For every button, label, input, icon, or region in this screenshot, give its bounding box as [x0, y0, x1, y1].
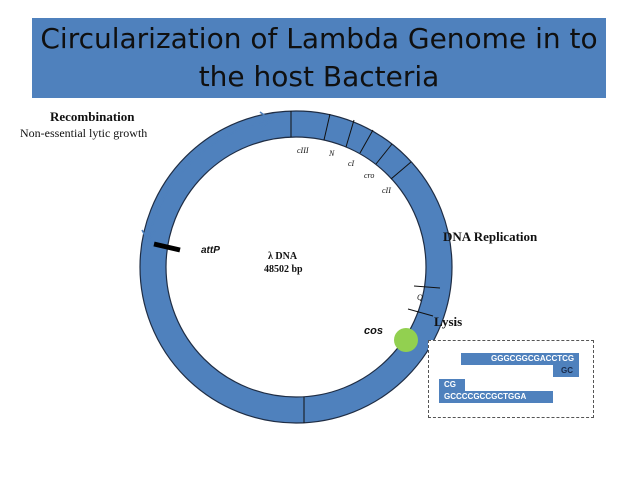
- gene-dividers: [290, 111, 441, 423]
- cos-sequence-box: GGGCGGCGACCTCG GC CG GCCCCGCCGCTGGA: [428, 340, 594, 418]
- bottom-overhang-bar: [439, 379, 465, 391]
- top-strand-bar: [461, 353, 579, 365]
- top-strand-text: GGGCGGCGACCTCG: [491, 354, 575, 363]
- center-label-dna: λ DNA: [268, 251, 298, 262]
- recombination-subtitle: Non-essential lytic growth: [20, 126, 147, 140]
- title-bar: [32, 18, 606, 98]
- divider-cro-cII: [375, 143, 393, 165]
- divider-Q-start: [413, 285, 441, 289]
- divider-Q-end: [407, 308, 434, 317]
- recombination-arrowhead-top: [259, 111, 273, 129]
- top-overhang-bar: [553, 365, 579, 377]
- top-overhang-text: GC: [561, 366, 573, 375]
- genome-ring-outer-edge: [139, 110, 453, 424]
- cos-marker: [394, 328, 418, 352]
- divider-cI-cro: [359, 129, 374, 154]
- divider-cIII-N: [323, 113, 331, 141]
- recombination-arrow: [147, 119, 271, 241]
- slide-title: Circularization of Lambda Genome in to t…: [40, 22, 598, 93]
- gene-label-cro: cro: [364, 171, 374, 180]
- lysis-label: Lysis: [434, 314, 462, 329]
- bottom-strand-bar: [439, 391, 553, 403]
- attP-marker: [153, 241, 181, 253]
- attP-label: attP: [201, 245, 220, 256]
- gene-label-Q: Q: [417, 293, 423, 302]
- gene-labels: cIII N cI cro cII Q: [297, 146, 423, 302]
- center-label-size: 48502 bp: [264, 264, 303, 275]
- genome-ring-inner-edge: [165, 136, 427, 398]
- gene-label-cI: cI: [348, 159, 355, 168]
- cos-label: cos: [364, 325, 383, 337]
- gene-label-N: N: [328, 149, 335, 158]
- bottom-overhang-text: CG: [444, 380, 456, 389]
- recombination-arrowhead-bottom: [141, 229, 156, 243]
- dna-replication-label: DNA Replication: [443, 229, 538, 244]
- bottom-strand-text: GCCCCGCCGCTGGA: [444, 392, 527, 401]
- recombination-title: Recombination: [50, 109, 135, 124]
- divider-cII-end: [390, 161, 412, 180]
- divider-N-cI: [345, 119, 355, 148]
- gene-label-cII: cII: [382, 186, 391, 195]
- genome-ring: [140, 111, 452, 423]
- gene-label-cIII: cIII: [297, 146, 309, 155]
